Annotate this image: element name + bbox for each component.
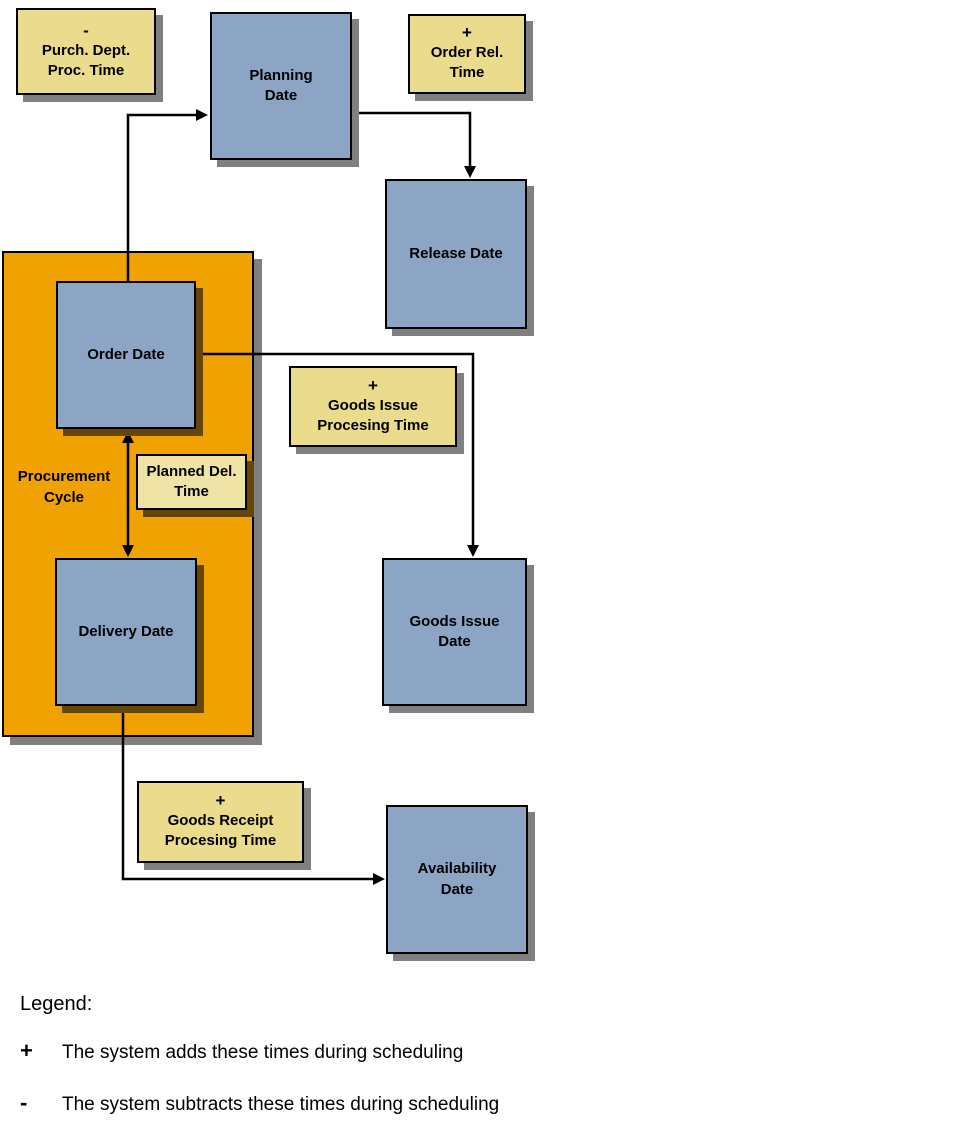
legend-add-text: The system adds these times during sched… bbox=[62, 1042, 464, 1063]
box-label-line: Date bbox=[438, 633, 471, 650]
box-label-line: Availability bbox=[417, 860, 497, 878]
legend-subtract-text: The system subtracts these times during … bbox=[62, 1094, 500, 1115]
minus-sign: - bbox=[83, 20, 89, 40]
legend-title: Legend: bbox=[20, 993, 93, 1015]
arrowhead-into-goods-issue-date bbox=[467, 545, 479, 557]
plus-sign: + bbox=[462, 23, 472, 43]
label-line: Cycle bbox=[43, 489, 85, 506]
box-label-line: Procesing Time bbox=[317, 416, 429, 434]
box-label-line: Proc. Time bbox=[47, 61, 125, 79]
box-label-line: Planning bbox=[249, 66, 313, 84]
planning-date-box: Planning Date bbox=[210, 12, 352, 160]
box-label-line: Planned Del. bbox=[146, 462, 237, 480]
box-label-line: Date bbox=[440, 880, 474, 898]
delivery-date-box: Delivery Date bbox=[55, 558, 197, 706]
release-date-box: Release Date bbox=[385, 179, 527, 329]
box-label-line: Delivery Date bbox=[78, 622, 174, 640]
purch-dept-proc-time-box: - Purch. Dept. Proc. Time bbox=[16, 8, 156, 95]
box-label-line: Goods Issue bbox=[409, 612, 500, 630]
box-label-line: Procesing Time bbox=[164, 832, 277, 850]
box-label-line: Time bbox=[174, 483, 209, 500]
box-label-line: Goods Receipt bbox=[167, 812, 274, 830]
arrowhead-into-availability-date bbox=[373, 873, 385, 885]
goods-issue-date-box: Goods Issue Date bbox=[382, 558, 527, 706]
planned-del-time-box: Planned Del. Time bbox=[136, 454, 247, 510]
legend-plus-symbol: + bbox=[20, 1038, 33, 1063]
box-label-line: Release Date bbox=[409, 244, 503, 262]
legend-minus-symbol: - bbox=[20, 1090, 28, 1115]
box-label-line: Date bbox=[264, 87, 298, 104]
goods-issue-procesing-time-box: + Goods Issue Procesing Time bbox=[289, 366, 457, 447]
order-date-box: Order Date bbox=[56, 281, 196, 429]
box-label-line: Goods Issue bbox=[327, 396, 419, 414]
arrowhead-into-release-date bbox=[464, 166, 476, 178]
legend-item-subtract: - The system subtracts these times durin… bbox=[20, 1090, 499, 1116]
plus-sign: + bbox=[215, 791, 226, 811]
box-label-line: Order Date bbox=[87, 345, 165, 363]
availability-date-box: Availability Date bbox=[386, 805, 528, 954]
goods-receipt-procesing-time-box: + Goods Receipt Procesing Time bbox=[137, 781, 304, 863]
legend-item-add: + The system adds these times during sch… bbox=[20, 1038, 463, 1064]
order-rel-time-box: + Order Rel. Time bbox=[408, 14, 526, 94]
plus-sign: + bbox=[368, 375, 378, 395]
procurement-cycle-label: Procurement Cycle bbox=[4, 466, 124, 508]
connector-planning-to-release bbox=[352, 111, 472, 167]
box-label-line: Order Rel. bbox=[430, 44, 504, 62]
arrowhead-into-planning-date bbox=[196, 109, 208, 121]
box-label-line: Purch. Dept. bbox=[41, 41, 131, 59]
box-label-line: Time bbox=[449, 64, 485, 82]
label-line: Procurement bbox=[17, 468, 111, 485]
